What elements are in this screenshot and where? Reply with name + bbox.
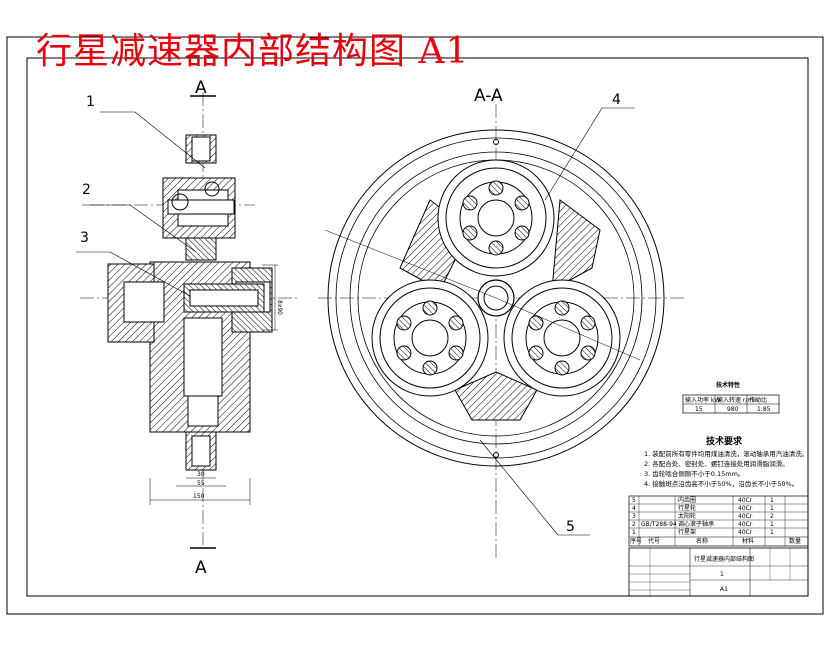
bom-header: 序号 xyxy=(630,537,642,545)
bom-no: 1 xyxy=(632,529,636,536)
title-block-scale: 1 xyxy=(720,571,724,578)
section-view: 30 55 150 8x90 A A 1 2 3 xyxy=(76,78,300,578)
bom-material: 40Cr xyxy=(738,505,753,512)
spec-table: 技术特性 输入功率 kW 输入转速 r/min 传动比 15 980 1:85 xyxy=(682,381,780,414)
tech-req-item: 2. 各配合处、密封处、螺钉连接处用润滑脂润滑。 xyxy=(644,459,789,468)
callout-5: 5 xyxy=(566,519,575,535)
drawing-title: 行星减速器内部结构图 A1 xyxy=(36,31,470,72)
bom-qty: 1 xyxy=(770,497,774,504)
bom-header: 名称 xyxy=(696,537,708,545)
tech-req-title: 技术要求 xyxy=(706,435,743,447)
bom-material: 40Cr xyxy=(738,521,753,528)
title-block-sheet: A1 xyxy=(720,586,728,593)
bom-code: GB/T288-94 xyxy=(641,521,677,528)
spec-value-1: 980 xyxy=(727,406,739,413)
title-block: 行星减速器内部结构图 1 A1 xyxy=(628,547,809,597)
section-a-top: A xyxy=(195,78,207,98)
callout-1: 1 xyxy=(86,94,95,110)
inner-border xyxy=(26,57,809,597)
bom-header: 数量 xyxy=(789,537,801,545)
callout-4: 4 xyxy=(612,92,621,108)
spec-value-0: 15 xyxy=(695,406,703,413)
spec-value-2: 1:85 xyxy=(757,406,771,413)
spec-header-2: 传动比 xyxy=(749,396,767,404)
section-a-bottom: A xyxy=(195,558,207,578)
spec-header-0: 输入功率 kW xyxy=(685,396,720,404)
bom-name: 行星轮 xyxy=(678,504,696,512)
callout-2: 2 xyxy=(82,182,91,198)
section-aa-label: A-A xyxy=(474,86,503,106)
bom-header: 材料 xyxy=(742,537,754,545)
bom-no: 4 xyxy=(632,505,636,512)
spec-table-title: 技术特性 xyxy=(716,381,740,389)
bom-material: 40Cr xyxy=(738,513,753,520)
dim-150: 150 xyxy=(193,493,205,500)
bom-qty: 1 xyxy=(770,505,774,512)
bom-qty: 1 xyxy=(770,521,774,528)
tech-req-item: 3. 齿轮啮合侧隙不小于0.15mm。 xyxy=(644,469,744,478)
bom-no: 3 xyxy=(632,513,636,520)
dim-8x90: 8x90 xyxy=(276,300,283,315)
title-block-name: 行星减速器内部结构图 xyxy=(694,555,754,563)
bom-table: 5 内齿圈 40Cr 1 4 行星轮 40Cr 1 3 太阳轮 40Cr 2 2… xyxy=(628,495,809,547)
dim-55: 55 xyxy=(197,480,205,487)
spec-header-1: 输入转速 r/min xyxy=(717,396,759,404)
bom-material: 40Cr xyxy=(738,529,753,536)
bom-name: 内齿圈 xyxy=(678,496,696,504)
dim-30: 30 xyxy=(197,471,205,478)
bom-name: 太阳轮 xyxy=(678,512,696,520)
bom-name: 行星架 xyxy=(678,528,696,536)
bom-no: 2 xyxy=(632,521,636,528)
bom-name: 调心滚子轴承 xyxy=(678,520,714,528)
aa-view: A-A xyxy=(318,86,685,560)
bom-header: 代号 xyxy=(648,537,660,545)
bom-qty: 2 xyxy=(770,513,774,520)
callout-3: 3 xyxy=(80,230,89,246)
bom-no: 5 xyxy=(632,497,636,504)
outer-border xyxy=(6,36,824,615)
tech-req-item: 1. 装配前所有零件均用煤油清洗，滚动轴承用汽油清洗。 xyxy=(644,449,808,458)
bom-qty: 1 xyxy=(770,529,774,536)
tech-req-item: 4. 接触斑点沿齿高不小于50%，沿齿长不小于50%。 xyxy=(644,479,798,488)
tech-requirements: 技术要求 1. 装配前所有零件均用煤油清洗，滚动轴承用汽油清洗。 2. 各配合处… xyxy=(644,435,808,488)
bom-material: 40Cr xyxy=(738,497,753,504)
